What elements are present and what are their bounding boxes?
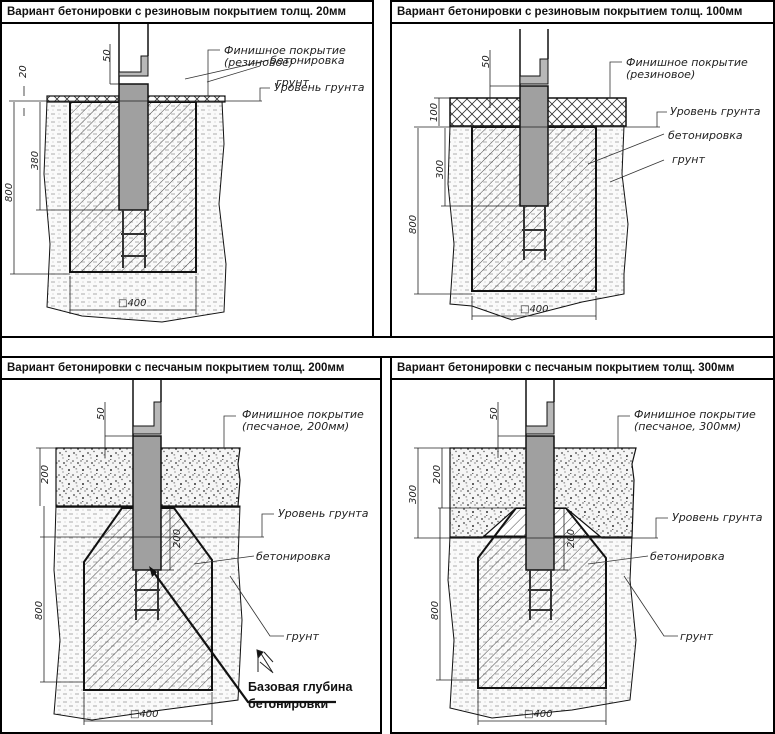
post	[118, 83, 149, 211]
post	[519, 85, 549, 207]
dim-cover: 200	[432, 465, 443, 484]
label-base-depth: Базовая глубина	[248, 680, 353, 694]
label-finish-cover-type: (резиновое)	[626, 68, 695, 81]
label-soil: грунт	[286, 630, 319, 643]
dim-embed: 200	[566, 529, 577, 548]
foundation-drawing: 300 200 50 200 800 □400 Финишное покрыти…	[408, 380, 763, 725]
label-concrete: бетонировка	[650, 550, 725, 563]
label-soil: грунт	[276, 76, 309, 89]
post-bracket	[519, 58, 549, 85]
panel-sand-200mm: Вариант бетонировки с песчаным покрытием…	[2, 358, 380, 732]
dim-post-above: 50	[481, 55, 492, 68]
rebar	[121, 210, 147, 268]
dim-width: □400	[520, 304, 549, 315]
label-soil: грунт	[680, 630, 713, 643]
rebar	[522, 206, 547, 260]
concrete-block	[83, 507, 213, 691]
panel-title: Вариант бетонировки с резиновым покрытие…	[2, 2, 372, 24]
dim-post-above: 50	[96, 407, 107, 420]
dim-depth: 800	[408, 215, 419, 234]
rebar	[528, 570, 553, 620]
label-concrete: бетонировка	[270, 54, 345, 67]
dim-embed: 380	[30, 151, 41, 170]
label-ground-level: Уровень грунта	[278, 507, 369, 520]
dim-cover: 100	[429, 103, 440, 122]
panel-sand-300mm: Вариант бетонировки с песчаным покрытием…	[392, 358, 773, 732]
label-base-depth-concrete: бетонировки	[248, 697, 328, 711]
dim-embed: 300	[435, 160, 446, 179]
post	[525, 435, 555, 571]
label-finish-cover: Финишное покрытие	[224, 44, 346, 57]
foundation-drawing: 200 50 200 800 □400 Финишное покрытие (п…	[34, 380, 369, 725]
dim-post-above: 50	[102, 49, 113, 62]
dim-cover: 20	[18, 65, 29, 78]
label-finish-cover-type: (резиновое)	[224, 56, 293, 69]
dim-cover-total: 300	[408, 485, 419, 504]
base-depth-arrow	[151, 569, 336, 704]
dim-width: □400	[524, 709, 553, 720]
dim-cover: 200	[40, 465, 51, 484]
post-bracket	[525, 401, 555, 435]
foundation-drawing: 100 50 300 800 □400 Финишное покрытие (р…	[408, 29, 761, 321]
dim-depth: 800	[34, 601, 45, 620]
dim-width: □400	[118, 298, 147, 309]
dim-embed: 200	[172, 529, 183, 548]
foundation-drawing: 20 50 380 800 □400 Финишное покрытие (ре…	[4, 24, 365, 323]
panel-title: Вариант бетонировки с песчаным покрытием…	[392, 358, 773, 380]
label-ground-level: Уровень грунта	[274, 81, 365, 94]
panel-rubber-100mm: Вариант бетонировки с резиновым покрытие…	[392, 2, 773, 336]
separator-band	[0, 336, 775, 358]
post	[132, 435, 162, 571]
post-bracket	[132, 401, 162, 435]
label-soil: грунт	[672, 153, 705, 166]
label-finish-cover: Финишное покрытие	[626, 56, 748, 69]
panel-title: Вариант бетонировки с резиновым покрытие…	[392, 2, 773, 24]
dim-post-above: 50	[489, 407, 500, 420]
concrete-symbol-icon	[256, 649, 274, 674]
dim-depth: 800	[4, 183, 15, 202]
label-concrete: бетонировка	[256, 550, 331, 563]
panel-rubber-20mm: Вариант бетонировки с резиновым покрытие…	[2, 2, 372, 336]
panel-title: Вариант бетонировки с песчаным покрытием…	[2, 358, 380, 380]
dim-width: □400	[130, 709, 159, 720]
label-concrete: бетонировка	[668, 129, 743, 142]
label-finish-cover: Финишное покрытие	[634, 408, 756, 421]
label-ground-level: Уровень грунта	[670, 105, 761, 118]
label-finish-cover-type: (песчаное, 200мм)	[242, 420, 349, 433]
label-ground-level: Уровень грунта	[672, 511, 763, 524]
post-bracket	[118, 55, 149, 77]
label-finish-cover: Финишное покрытие	[242, 408, 364, 421]
label-finish-cover-type: (песчаное, 300мм)	[634, 420, 741, 433]
dim-depth: 800	[430, 601, 441, 620]
